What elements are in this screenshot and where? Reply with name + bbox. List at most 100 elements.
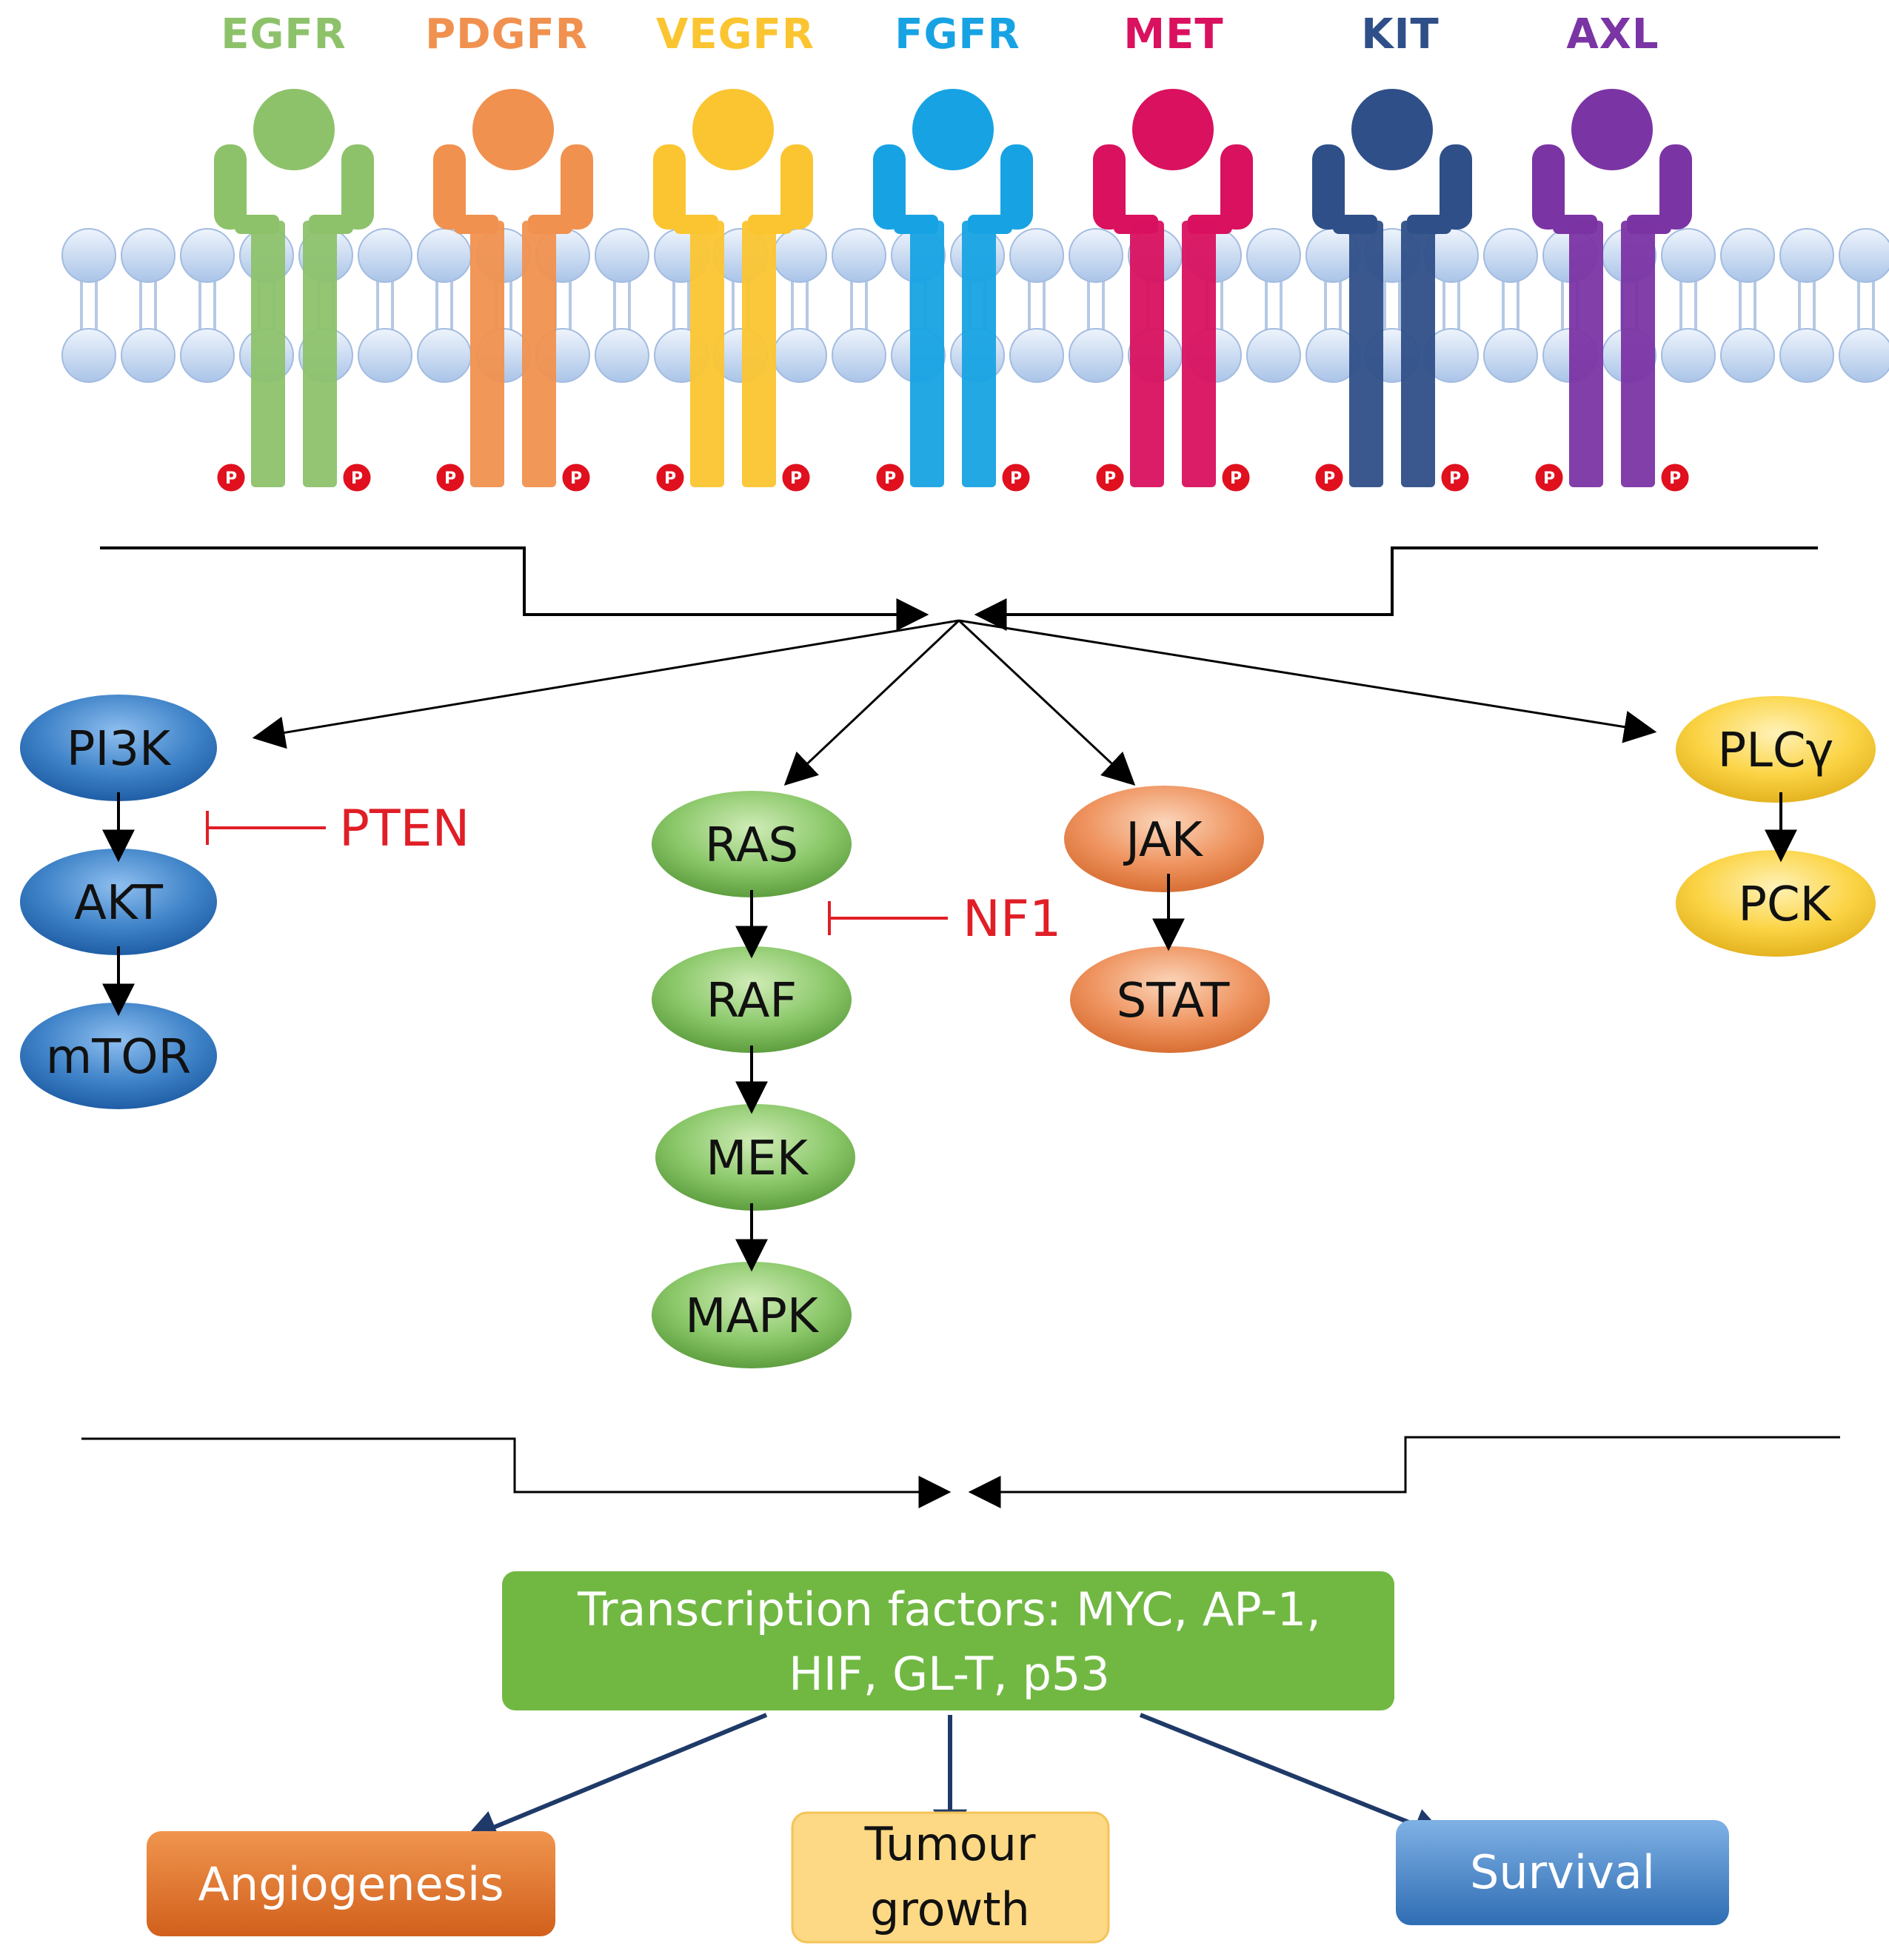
node-mapk [652, 1262, 852, 1368]
lipid [1305, 228, 1360, 383]
lipid [595, 228, 649, 383]
lipid [1779, 228, 1834, 383]
outcome-angiogenesis: Angiogenesis [147, 1831, 555, 1936]
pathway-branch-arrows [252, 619, 1657, 786]
pi3k-pathway: PI3K AKT mTOR [20, 695, 217, 1109]
node-stat [1070, 946, 1270, 1053]
svg-text:P: P [1104, 469, 1116, 488]
transcription-line-2: HIF, GL-T, p53 [789, 1647, 1110, 1701]
svg-text:P: P [884, 469, 896, 488]
node-akt-label: AKT [74, 876, 164, 931]
lipid [1246, 228, 1301, 383]
svg-text:P: P [1449, 469, 1461, 488]
transcription-factors-box: Transcription factors: MYC, AP-1, HIF, G… [502, 1571, 1394, 1710]
svg-text:P: P [1543, 469, 1555, 488]
lipid [1661, 228, 1716, 383]
phosphate-marker: P [1659, 461, 1691, 494]
phosphate-marker: P [560, 461, 592, 494]
lipid [61, 228, 116, 383]
node-raf [652, 946, 852, 1053]
node-jak [1064, 786, 1264, 892]
svg-text:P: P [790, 469, 802, 488]
node-mapk-label: MAPK [685, 1289, 820, 1344]
node-mtor-label: mTOR [46, 1030, 191, 1085]
node-stat-label: STAT [1117, 974, 1231, 1029]
lipid [1424, 228, 1479, 383]
node-jak-label: JAK [1123, 813, 1204, 868]
outcome-survival: Survival [1396, 1820, 1729, 1925]
phosphate-marker: P [1220, 461, 1252, 494]
lipid [832, 228, 886, 383]
receptor-labels: EGFR PDGFR VEGFR FGFR MET KIT AXL [221, 10, 1659, 58]
node-pck-label: PCK [1738, 877, 1832, 932]
phosphate-marker: P [780, 461, 812, 494]
lipid [180, 228, 235, 383]
svg-text:P: P [570, 469, 582, 488]
lower-bracket [81, 1436, 1840, 1508]
svg-text:P: P [351, 469, 363, 488]
phosphate-marker: P [215, 461, 247, 494]
receptor-label-vegfr: VEGFR [656, 10, 815, 58]
phosphate-marker: P [1533, 461, 1565, 494]
phosphate-marker: P [1439, 461, 1471, 494]
jak-pathway: JAK STAT [1064, 786, 1270, 1053]
receptor-label-pdgfr: PDGFR [425, 10, 588, 58]
lipid [1839, 228, 1889, 383]
lipid [1483, 228, 1538, 383]
node-pck [1676, 850, 1876, 957]
lipid [358, 228, 412, 383]
receptor-label-egfr: EGFR [221, 10, 347, 58]
survival-label: Survival [1470, 1845, 1655, 1899]
node-ras [652, 791, 852, 897]
receptor-label-axl: AXL [1566, 10, 1659, 58]
node-ras-label: RAS [705, 818, 798, 873]
lipid [1720, 228, 1775, 383]
svg-text:P: P [1010, 469, 1022, 488]
node-raf-label: RAF [706, 974, 797, 1029]
svg-text:P: P [1323, 469, 1335, 488]
node-pi3k-label: PI3K [67, 722, 172, 777]
upper-bracket [100, 546, 1818, 631]
pten-label: PTEN [339, 800, 469, 858]
phosphate-marker: P [874, 461, 906, 494]
pten-inhibitor: PTEN [206, 800, 469, 858]
plc-pathway: PLCγ PCK [1676, 696, 1876, 957]
node-mtor [20, 1003, 217, 1109]
svg-text:P: P [225, 469, 237, 488]
receptor-label-kit: KIT [1361, 10, 1439, 58]
phosphate-marker: P [434, 461, 467, 494]
lipid [1069, 228, 1123, 383]
receptor-label-met: MET [1123, 10, 1223, 58]
lipid [417, 228, 472, 383]
outcome-tumour-growth: Tumour growth [791, 1811, 1110, 1944]
tumour-label-line-1: Tumour [864, 1817, 1036, 1871]
node-akt [20, 849, 217, 955]
phosphate-marker: P [1313, 461, 1345, 494]
svg-text:P: P [1230, 469, 1242, 488]
svg-text:P: P [664, 469, 676, 488]
tumour-label-line-2: growth [870, 1882, 1030, 1936]
node-plcg [1676, 696, 1876, 803]
phosphate-marker: P [341, 461, 373, 494]
node-pi3k [20, 695, 217, 801]
svg-text:P: P [1669, 469, 1681, 488]
nf1-inhibitor: NF1 [828, 890, 1061, 949]
receptor-label-fgfr: FGFR [895, 10, 1020, 58]
ras-pathway: RAS RAF MEK MAPK [652, 791, 855, 1368]
lipid [121, 228, 175, 383]
node-plcg-label: PLCγ [1718, 723, 1834, 778]
phosphate-marker: P [1094, 461, 1126, 494]
lipid [1009, 228, 1064, 383]
nf1-label: NF1 [963, 890, 1061, 949]
lipid [772, 228, 827, 383]
phosphate-marker: P [654, 461, 686, 494]
